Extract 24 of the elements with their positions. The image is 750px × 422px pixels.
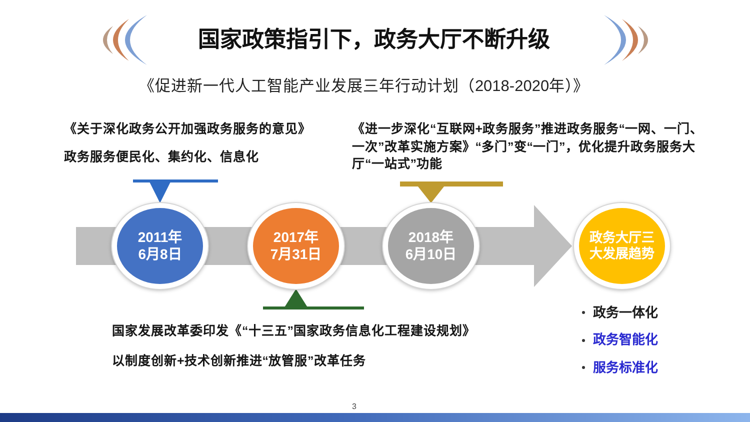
summary-circle bbox=[574, 203, 670, 289]
date-label: 2017年7月31日 bbox=[269, 228, 323, 264]
circle-title: 政务大厅三大发展趋势 bbox=[588, 230, 656, 262]
trend-text: 政务一体化 bbox=[593, 304, 658, 322]
callout-pointer bbox=[132, 180, 220, 203]
timeline-circle bbox=[383, 203, 479, 289]
date-label: 2018年6月10日 bbox=[404, 228, 458, 264]
timeline-circle bbox=[112, 203, 208, 289]
subtitle-text: 《促进新一代人工智能产业发展三年行动计划（2018-2020年）》 bbox=[138, 77, 590, 97]
reform-task-text: 以制度创新+技术创新推进“放管服”改革任务 bbox=[112, 352, 367, 370]
callout-pointer bbox=[262, 289, 366, 310]
document-title: 《关于深化政务公开加强政务服务的意见》 bbox=[64, 121, 312, 138]
plan-title: 国家发展改革委印发《“十三五”国家政务信息化工程建设规划》 bbox=[112, 323, 476, 340]
slide-title: 国家政策指引下，政务大厅不断升级 bbox=[198, 26, 550, 54]
timeline-circle bbox=[248, 203, 344, 289]
timeline-arrow bbox=[474, 205, 572, 287]
trend-text: 政务智能化 bbox=[593, 331, 658, 350]
callout-pointer bbox=[398, 182, 506, 203]
page-number: 3 bbox=[352, 402, 356, 412]
policy-goals-text: 政务服务便民化、集约化、信息化 bbox=[64, 148, 260, 166]
date-label: 2011年6月8日 bbox=[136, 228, 184, 264]
policy-description-text: 《进一步深化“互联网+政务服务”推进政务服务“一网、一门、一次”改革实施方案》“多门”变“一门”，优化提升政务服务大厅“一站式”功能 bbox=[352, 119, 705, 181]
trend-text: 服务标准化 bbox=[593, 358, 658, 377]
timeline-band bbox=[76, 227, 117, 265]
